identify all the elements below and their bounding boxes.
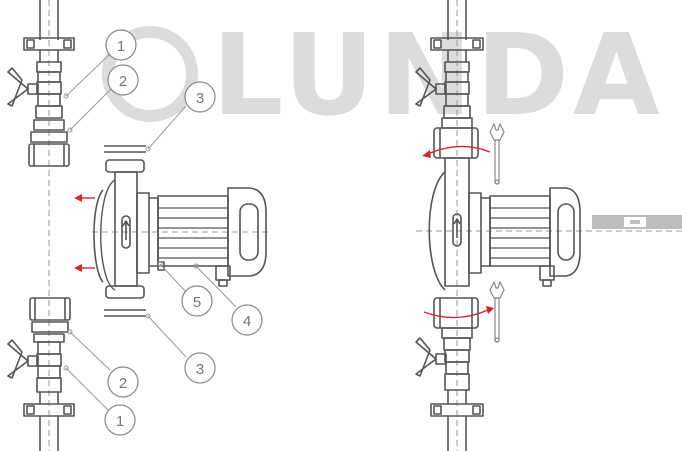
callout-1-lower: 1 (104, 404, 136, 436)
callout-1-upper: 1 (105, 29, 137, 61)
lower-pipe-assembly (7, 297, 75, 451)
callout-label: 4 (243, 313, 251, 330)
flow-arrow-icon (74, 194, 95, 272)
callout-4: 4 (231, 304, 263, 336)
circulation-pump-icon (93, 159, 267, 299)
wrench-icon (489, 281, 505, 343)
callout-label: 3 (196, 90, 204, 107)
callout-3-lower: 3 (184, 352, 216, 384)
pipe-clamp-icon (23, 403, 75, 417)
union-nut-icon (29, 297, 71, 343)
callout-2-lower: 2 (107, 366, 139, 398)
callout-label: 2 (119, 375, 127, 392)
wing-valve-icon (415, 337, 447, 377)
callout-3-upper: 3 (184, 81, 216, 113)
spirit-level-icon (592, 215, 682, 229)
callouts: 1 2 3 5 4 3 2 (104, 29, 263, 436)
callout-5: 5 (181, 285, 213, 317)
wing-valve-icon (7, 67, 39, 107)
callout-label: 1 (116, 413, 124, 430)
union-nut-icon (433, 297, 479, 329)
wing-valve-icon (7, 339, 39, 379)
union-nut-icon (28, 119, 70, 167)
pipe-clamp-icon (430, 403, 484, 417)
upper-pipe-assembly (7, 0, 75, 167)
wrench-icon (489, 123, 505, 185)
gasket (104, 145, 146, 317)
callout-label: 1 (117, 38, 125, 55)
callout-label: 3 (196, 361, 204, 378)
right-assembled-view (415, 0, 682, 451)
rotation-arrow-icon (422, 145, 494, 319)
left-exploded-view: 1 2 3 5 4 3 2 (7, 0, 270, 451)
wing-valve-icon (415, 67, 447, 107)
circulation-pump-icon (428, 157, 581, 291)
callout-2-upper: 2 (107, 64, 139, 96)
callout-label: 5 (193, 294, 201, 311)
pipe-clamp-icon (23, 37, 75, 51)
union-nut-icon (433, 127, 479, 159)
pipe-clamp-icon (430, 37, 484, 51)
callout-leaders (63, 53, 237, 411)
callout-label: 2 (119, 73, 127, 90)
